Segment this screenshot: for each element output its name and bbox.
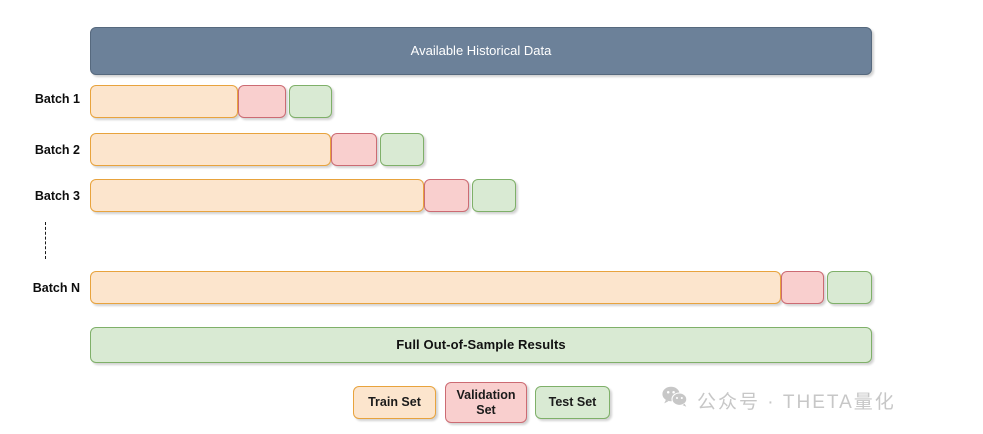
legend-label-train-set: Train Set — [368, 395, 421, 410]
vertical-dashed-line-icon — [45, 222, 46, 259]
batch-n-train-segment — [90, 271, 781, 304]
batch-n-validation-segment — [781, 271, 824, 304]
legend-label-test-set: Test Set — [548, 395, 597, 410]
full-out-of-sample-results-bar: Full Out-of-Sample Results — [90, 327, 872, 363]
legend-item-train-set: Train Set — [353, 386, 436, 419]
row-label-batch-3: Batch 3 — [34, 189, 80, 203]
batch-3-validation-segment — [424, 179, 469, 212]
row-label-batch-n: Batch N — [32, 281, 80, 295]
batch-3-train-segment — [90, 179, 424, 212]
available-historical-data-label: Available Historical Data — [410, 42, 552, 58]
batch-3-test-segment — [472, 179, 516, 212]
legend-label-validation-set: Validation Set — [456, 388, 516, 417]
batch-2-train-segment — [90, 133, 331, 166]
batch-n-test-segment — [827, 271, 872, 304]
row-label-batch-1: Batch 1 — [34, 92, 80, 106]
batch-1-train-segment — [90, 85, 238, 118]
watermark: 公众号 · THETA量化 — [662, 386, 896, 414]
wechat-icon — [662, 386, 688, 414]
batch-2-test-segment — [380, 133, 424, 166]
legend-item-validation-set: Validation Set — [445, 382, 527, 423]
watermark-text: 公众号 · THETA量化 — [697, 391, 896, 413]
full-out-of-sample-results-label: Full Out-of-Sample Results — [396, 336, 566, 352]
batch-1-validation-segment — [238, 85, 286, 118]
available-historical-data-bar: Available Historical Data — [90, 27, 872, 75]
legend-item-test-set: Test Set — [535, 386, 610, 419]
batch-1-test-segment — [289, 85, 332, 118]
batch-2-validation-segment — [331, 133, 377, 166]
row-label-batch-2: Batch 2 — [34, 143, 80, 157]
